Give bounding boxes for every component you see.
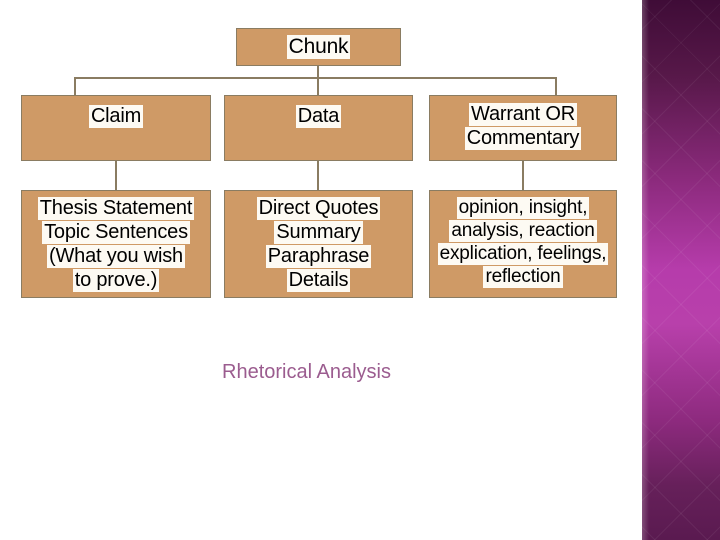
node-claim-line-1: Claim — [88, 105, 144, 128]
node-claim-detail-line-2: Topic Sentences — [42, 221, 190, 244]
slide-caption: Rhetorical Analysis — [222, 361, 391, 383]
node-warrant-detail-line-4: reflection — [483, 266, 563, 288]
connector-claim-to-thesis — [115, 160, 117, 191]
node-data-detail-line-4: Details — [286, 269, 351, 292]
connector-data-to-quotes — [317, 160, 319, 191]
node-chunk[interactable]: Chunk — [236, 28, 401, 66]
node-claim-detail-line-1: Thesis Statement — [37, 197, 195, 220]
connector-warrant-to-opinion — [522, 160, 524, 191]
node-data-detail-lines: Direct Quotes Summary Paraphrase Details — [225, 197, 412, 293]
node-data-line-1: Data — [295, 105, 342, 128]
decorative-gradient-band — [642, 0, 720, 540]
node-data-detail-line-1: Direct Quotes — [256, 197, 381, 220]
node-data-details[interactable]: Direct Quotes Summary Paraphrase Details — [224, 190, 413, 298]
node-warrant-details[interactable]: opinion, insight, analysis, reaction exp… — [429, 190, 617, 298]
node-warrant-or-commentary[interactable]: Warrant OR Commentary — [429, 95, 617, 161]
node-warrant-line-2: Commentary — [464, 127, 582, 150]
node-data[interactable]: Data — [224, 95, 413, 161]
node-warrant-detail-line-1: opinion, insight, — [456, 197, 590, 219]
node-claim-detail-line-3: (What you wish — [47, 245, 185, 268]
node-data-detail-line-2: Summary — [274, 221, 363, 244]
node-data-detail-line-3: Paraphrase — [265, 245, 372, 268]
node-chunk-lines: Chunk — [237, 35, 400, 59]
node-warrant-detail-line-3: explication, feelings, — [437, 243, 609, 265]
node-warrant-line-1: Warrant OR — [469, 103, 577, 126]
node-claim-detail-line-4: to prove.) — [72, 269, 160, 292]
node-claim-lines: Claim — [22, 105, 210, 128]
connector-bus-to-claim — [74, 77, 76, 96]
node-claim-detail-lines: Thesis Statement Topic Sentences (What y… — [22, 197, 210, 293]
node-data-lines: Data — [225, 105, 412, 128]
node-warrant-detail-line-2: analysis, reaction — [449, 220, 597, 242]
diamond-lattice-pattern — [642, 0, 720, 540]
node-claim-details[interactable]: Thesis Statement Topic Sentences (What y… — [21, 190, 211, 298]
band-edge-highlight — [642, 0, 649, 540]
connector-horizontal-bus — [74, 77, 557, 79]
connector-chunk-to-bus — [317, 66, 319, 95]
node-claim[interactable]: Claim — [21, 95, 211, 161]
node-warrant-lines: Warrant OR Commentary — [430, 103, 616, 151]
node-warrant-detail-lines: opinion, insight, analysis, reaction exp… — [430, 197, 616, 289]
connector-bus-to-warrant — [555, 77, 557, 96]
node-chunk-line-1: Chunk — [286, 35, 351, 59]
